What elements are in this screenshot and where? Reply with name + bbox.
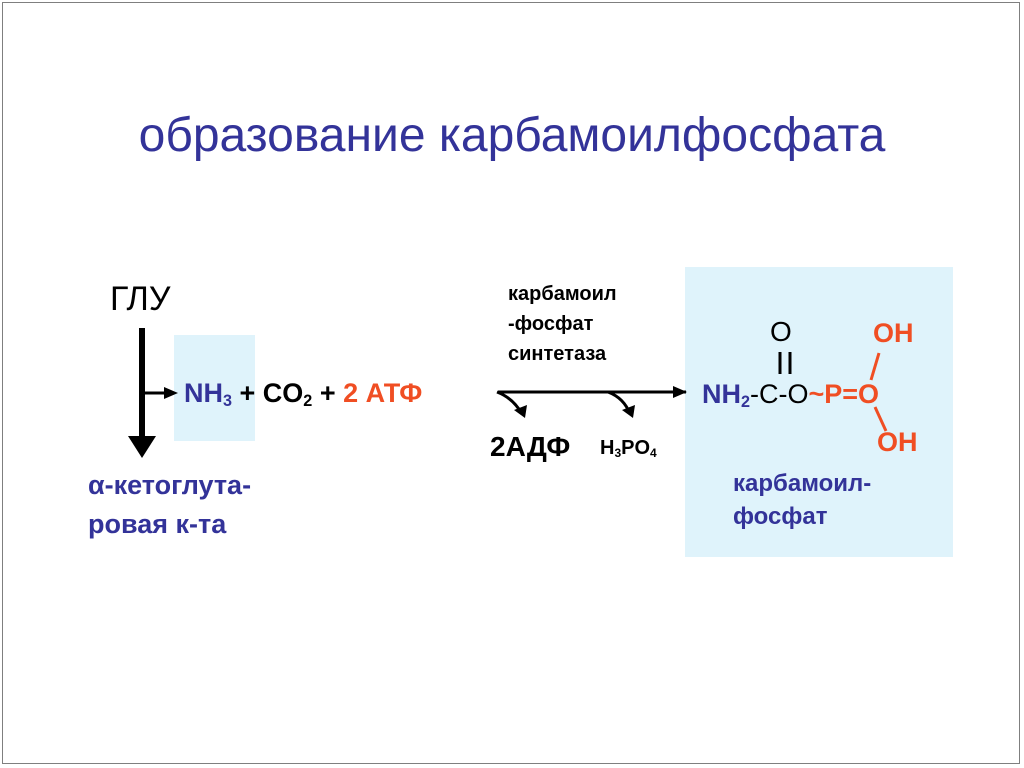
enzyme-line1: карбамоил bbox=[508, 283, 617, 305]
enzyme-line2: -фосфат bbox=[508, 313, 594, 335]
ketoglutarate-line1: α-кетоглута- bbox=[88, 470, 252, 500]
product-highlight-box bbox=[685, 267, 953, 557]
reactants-equation: NH3 + CO2 + 2 АТФ bbox=[184, 378, 423, 411]
co2-formula: CO2 bbox=[262, 378, 313, 411]
slide-title: образование карбамоилфосфата bbox=[138, 109, 886, 162]
oh-top: OH bbox=[873, 318, 914, 348]
carbonyl-oxygen: O bbox=[770, 316, 792, 347]
enzyme-line3: синтетаза bbox=[508, 343, 607, 365]
oh-bottom: OH bbox=[877, 427, 918, 457]
glutamate-label: ГЛУ bbox=[110, 280, 171, 318]
product-name-line2: фосфат bbox=[733, 503, 828, 530]
product-name-line1: карбамоил- bbox=[733, 470, 872, 497]
ketoglutarate-line2: ровая к-та bbox=[88, 509, 227, 539]
nh3-highlight-box bbox=[174, 335, 255, 441]
adp-label: 2АДФ bbox=[490, 431, 571, 462]
atp-label: 2 АТФ bbox=[343, 378, 423, 408]
carbamoyl-phosphate-formula: NH2-C-O~P=O bbox=[702, 379, 880, 412]
nh3-formula: NH3 bbox=[184, 378, 233, 411]
phosphate-formula: H3PO4 bbox=[600, 437, 657, 460]
